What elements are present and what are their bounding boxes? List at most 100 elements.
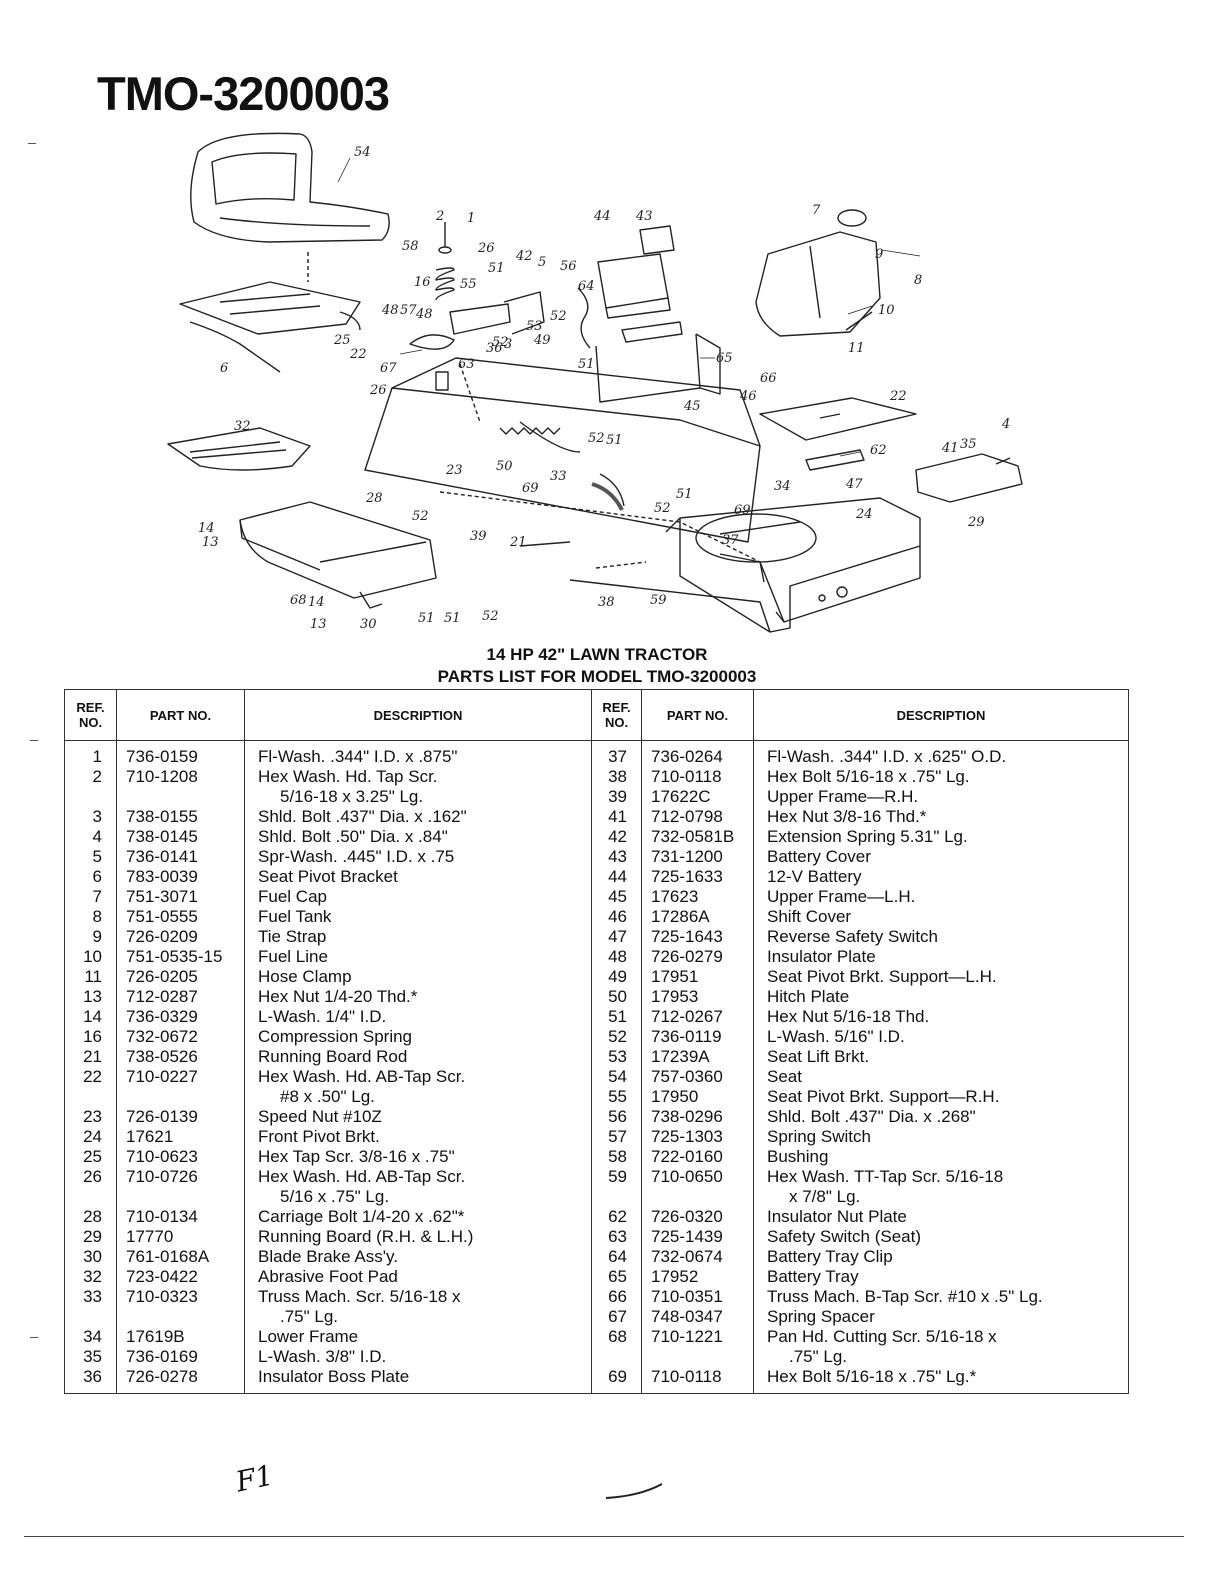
part-cell: 732-0672 [116,1027,245,1047]
part-cell: 736-0169 [116,1347,245,1367]
description-text: Seat Pivot Brkt. Support—R.H. [767,1087,1000,1106]
description-cell: Hex Bolt 5/16-18 x .75" Lg.* [753,1367,1129,1394]
callout-number: 44 [593,209,611,224]
description-text: Fl-Wash. .344" I.D. x .625" O.D. [767,747,1007,766]
part-cell: 726-0320 [641,1207,754,1227]
part-cell: 712-0798 [641,807,754,827]
callout-number: 4 [1001,417,1010,432]
pen-stroke-mark [605,1483,663,1499]
part-cell: 748-0347 [641,1307,754,1327]
description-text: L-Wash. 5/16" I.D. [767,1027,905,1046]
description-text: Front Pivot Brkt. [258,1127,380,1146]
part-cell: 736-0264 [641,740,754,767]
description-text: Hex Nut 3/8-16 Thd.* [767,807,927,826]
part-cell: 710-0726 [116,1167,245,1187]
part-cell: 710-0323 [116,1287,245,1307]
ref-cell: 51 [591,1007,642,1027]
ref-cell: 28 [64,1207,117,1227]
ref-cell [64,1187,117,1207]
callout-number: 67 [380,361,397,376]
part-cell: 17951 [641,967,754,987]
ref-cell: 32 [64,1267,117,1287]
ref-cell: 46 [591,907,642,927]
ref-cell [591,1347,642,1367]
part-cell: 710-1221 [641,1327,754,1347]
description-text: Hex Bolt 5/16-18 x .75" Lg.* [767,1367,977,1386]
description-text: Running Board Rod [258,1047,408,1066]
part-cell: 17239A [641,1047,754,1067]
ref-cell: 7 [64,887,117,907]
callout-number: 37 [722,533,739,548]
description-text: Battery Tray Clip [767,1247,893,1266]
description-text: Spring Spacer [767,1307,875,1326]
model-heading: 14 HP 42" LAWN TRACTOR [486,645,708,664]
description-cell: Reverse Safety Switch [753,927,1129,947]
ref-cell: 13 [64,987,117,1007]
part-cell: 710-0623 [116,1147,245,1167]
ref-cell [64,787,117,807]
ref-cell: 68 [591,1327,642,1347]
fuel-tank-drawing [755,209,881,337]
part-cell: 725-1633 [641,867,754,887]
handwritten-note: F1 [232,1458,277,1499]
description-cell: .75" Lg. [244,1307,592,1327]
part-cell: 17953 [641,987,754,1007]
ref-cell: 67 [591,1307,642,1327]
ref-cell: 10 [64,947,117,967]
ref-no-header: REF. NO. [591,689,642,741]
description-text: Hex Nut 1/4-20 Thd.* [258,987,418,1006]
callout-number: 13 [310,617,327,632]
part-cell: 710-0351 [641,1287,754,1307]
description-cell: Hex Wash. TT-Tap Scr. 5/16-18 [753,1167,1129,1187]
callout-number: 14 [198,521,215,536]
part-cell [116,787,245,807]
bottom-rule [24,1536,1184,1537]
description-cell: Spring Spacer [753,1307,1129,1327]
ref-cell: 9 [64,927,117,947]
callout-number: 13 [202,535,219,550]
part-cell: 725-1303 [641,1127,754,1147]
callout-number: 51 [676,487,693,502]
description-cell: Insulator Nut Plate [753,1207,1129,1227]
description-cell: Insulator Boss Plate [244,1367,592,1394]
part-cell: 726-0279 [641,947,754,967]
description-cell: Compression Spring [244,1027,592,1047]
description-text: 12-V Battery [767,867,862,886]
callout-number: 1 [467,211,475,226]
callout-number: 45 [683,399,701,414]
description-cell: Hex Wash. Hd. Tap Scr. [244,767,592,787]
part-cell: 17952 [641,1267,754,1287]
callout-number: 48 [381,303,399,318]
description-text: .75" Lg. [789,1347,848,1366]
part-cell: 17622C [641,787,754,807]
callout-number: 14 [308,595,325,610]
callout-number: 33 [550,469,567,484]
ref-cell: 52 [591,1027,642,1047]
callout-number: 66 [760,371,777,386]
description-cell: Fl-Wash. .344" I.D. x .625" O.D. [753,740,1129,767]
callout-number: 26 [477,241,495,256]
description-text: Spring Switch [767,1127,871,1146]
seat-drawing [190,132,390,282]
description-cell: Shld. Bolt .437" Dia. x .162" [244,807,592,827]
exploded-parts-diagram: 54 2 1 58 26 51 42 5 56 44 43 7 9 8 10 1… [167,132,1023,633]
upper-frame-drawing [364,357,761,543]
part-cell [116,1307,245,1327]
description-text: Battery Tray [767,1267,859,1286]
callout-leaders [337,157,921,457]
ref-cell: 49 [591,967,642,987]
description-cell: Truss Mach. B-Tap Scr. #10 x .5" Lg. [753,1287,1129,1307]
running-board-lh-drawing [239,501,437,609]
callout-number: 5 [538,255,546,270]
ref-cell: 57 [591,1127,642,1147]
part-cell: 726-0209 [116,927,245,947]
